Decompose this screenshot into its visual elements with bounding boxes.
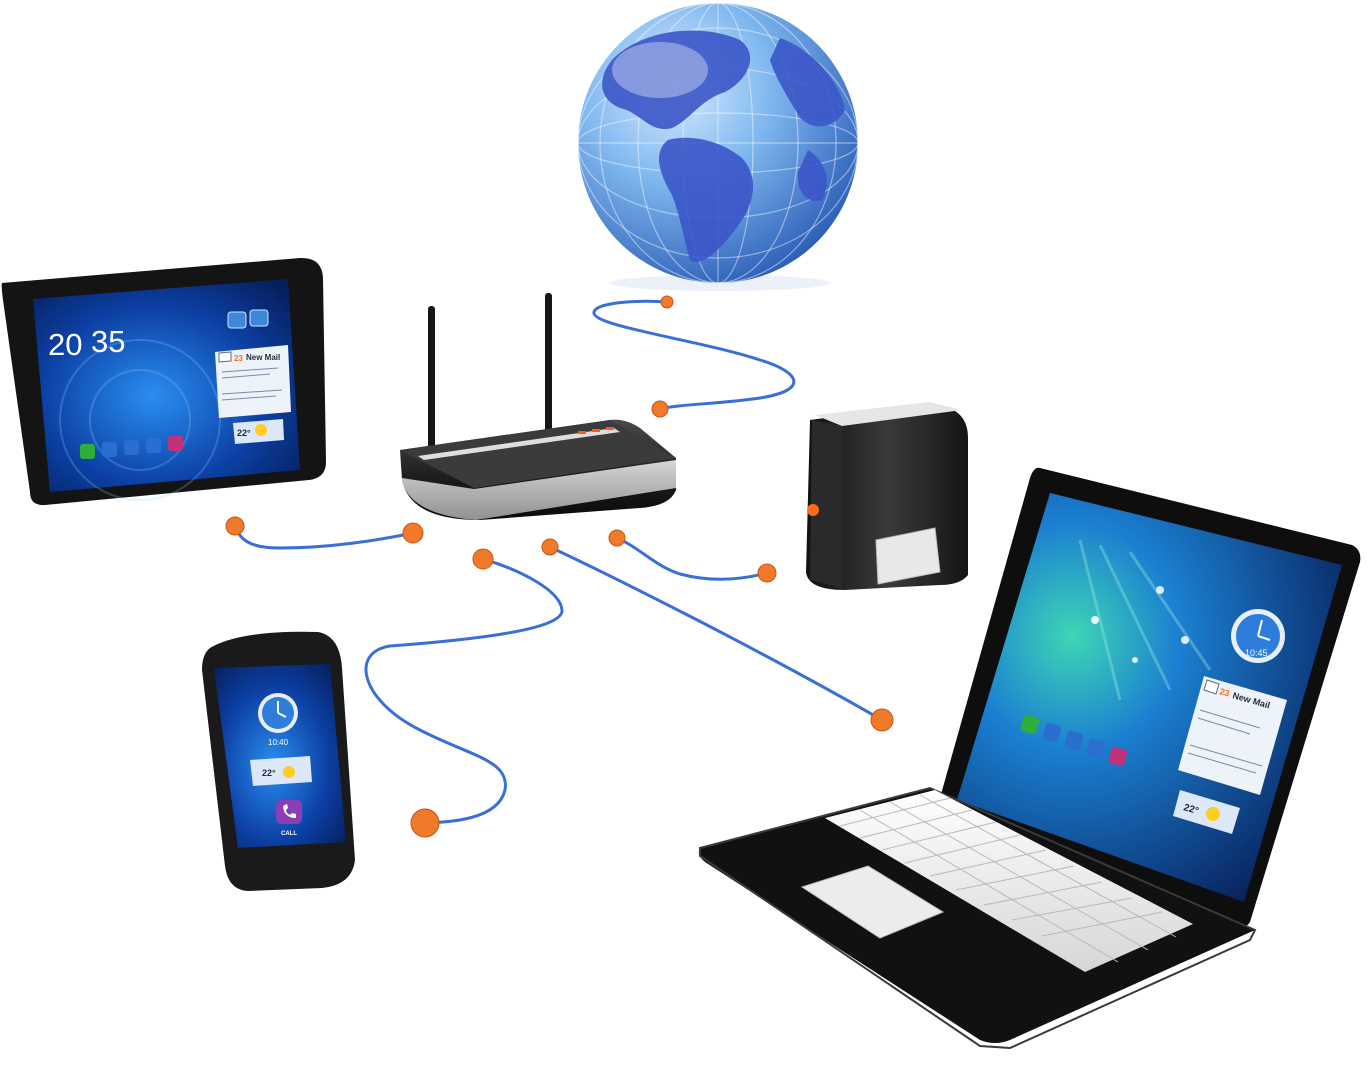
laptop: 10:45 23 New Mail 22° xyxy=(698,467,1361,1050)
laptop-mail-widget[interactable]: 23 New Mail xyxy=(1178,676,1287,795)
power-icon[interactable] xyxy=(807,504,819,516)
cables xyxy=(233,299,884,825)
tablet: 20 35 23 New Mail 22° xyxy=(1,257,327,506)
connector-dot xyxy=(541,538,559,556)
globe-icon xyxy=(577,2,859,291)
laptop-dock-icon[interactable] xyxy=(1086,738,1106,759)
router xyxy=(400,293,676,520)
cable-tablet-router xyxy=(233,524,415,550)
router-antenna xyxy=(545,293,552,443)
mail-icon xyxy=(218,351,232,363)
phone-clock-time: 10:40 xyxy=(268,738,289,747)
laptop-keyboard[interactable] xyxy=(825,790,1193,972)
connector-dot xyxy=(608,529,626,547)
tablet-mail-label: New Mail xyxy=(246,353,280,362)
tablet-app-tile[interactable] xyxy=(227,311,247,329)
smartphone: 10:40 22° CALL xyxy=(202,631,355,891)
mail-icon xyxy=(1203,679,1220,695)
tablet-screen xyxy=(33,279,300,492)
sun-icon xyxy=(255,424,267,436)
laptop-dock-icon[interactable] xyxy=(1020,714,1040,735)
connectors xyxy=(225,295,894,838)
laptop-dock-icon[interactable] xyxy=(1108,746,1128,767)
tablet-temperature: 22° xyxy=(237,428,251,438)
connector-dot xyxy=(225,516,245,536)
laptop-dock-icon[interactable] xyxy=(1064,730,1084,751)
connector-dot xyxy=(651,400,669,418)
tablet-app-tile[interactable] xyxy=(249,309,269,327)
tablet-clock-hour: 20 xyxy=(48,327,82,362)
connector-dot xyxy=(402,522,424,544)
connector-dot xyxy=(660,295,674,309)
phone-weather-widget[interactable] xyxy=(250,756,312,786)
cable-globe-router xyxy=(592,299,796,411)
tablet-dock-icon[interactable] xyxy=(124,440,139,455)
phone-call-icon xyxy=(283,804,296,818)
connector-dot xyxy=(410,808,440,838)
laptop-mail-count: 23 xyxy=(1218,686,1230,698)
connector-dot xyxy=(870,708,894,732)
laptop-trackpad[interactable] xyxy=(800,865,945,939)
laptop-temperature: 22° xyxy=(1182,802,1200,817)
tablet-dock-icon[interactable] xyxy=(102,442,117,457)
tablet-dock-icon[interactable] xyxy=(168,436,183,451)
laptop-dock xyxy=(1020,714,1128,767)
clock-icon xyxy=(258,693,298,733)
phone-screen xyxy=(214,664,346,848)
tablet-mail-widget[interactable]: 23 New Mail xyxy=(215,345,291,418)
sun-icon xyxy=(1206,807,1220,821)
phone-call-label: CALL xyxy=(281,831,297,837)
laptop-weather-widget[interactable]: 22° xyxy=(1173,790,1240,834)
cable-nas-router xyxy=(615,536,769,581)
phone-call-button[interactable]: CALL xyxy=(276,800,302,837)
phone-temperature: 22° xyxy=(262,768,276,778)
tablet-weather-widget[interactable]: 22° xyxy=(233,419,284,444)
connector-dot xyxy=(472,548,494,570)
tablet-dock xyxy=(80,436,183,459)
router-antenna xyxy=(428,306,435,456)
tablet-dock-icon[interactable] xyxy=(146,438,161,453)
tablet-mail-count: 23 xyxy=(234,354,243,363)
laptop-dock-icon[interactable] xyxy=(1042,722,1062,743)
connector-dot xyxy=(757,563,777,583)
router-status-lights xyxy=(578,427,614,434)
laptop-screen xyxy=(957,493,1342,902)
cable-phone-router xyxy=(364,557,564,825)
tablet-clock-minute: 35 xyxy=(91,324,125,359)
sun-icon xyxy=(283,766,295,778)
tablet-dock-icon[interactable] xyxy=(80,444,95,459)
clock-icon xyxy=(1231,609,1285,663)
cable-laptop-router xyxy=(548,545,884,722)
laptop-clock-time: 10:45 xyxy=(1245,648,1268,658)
network-storage xyxy=(806,402,968,590)
